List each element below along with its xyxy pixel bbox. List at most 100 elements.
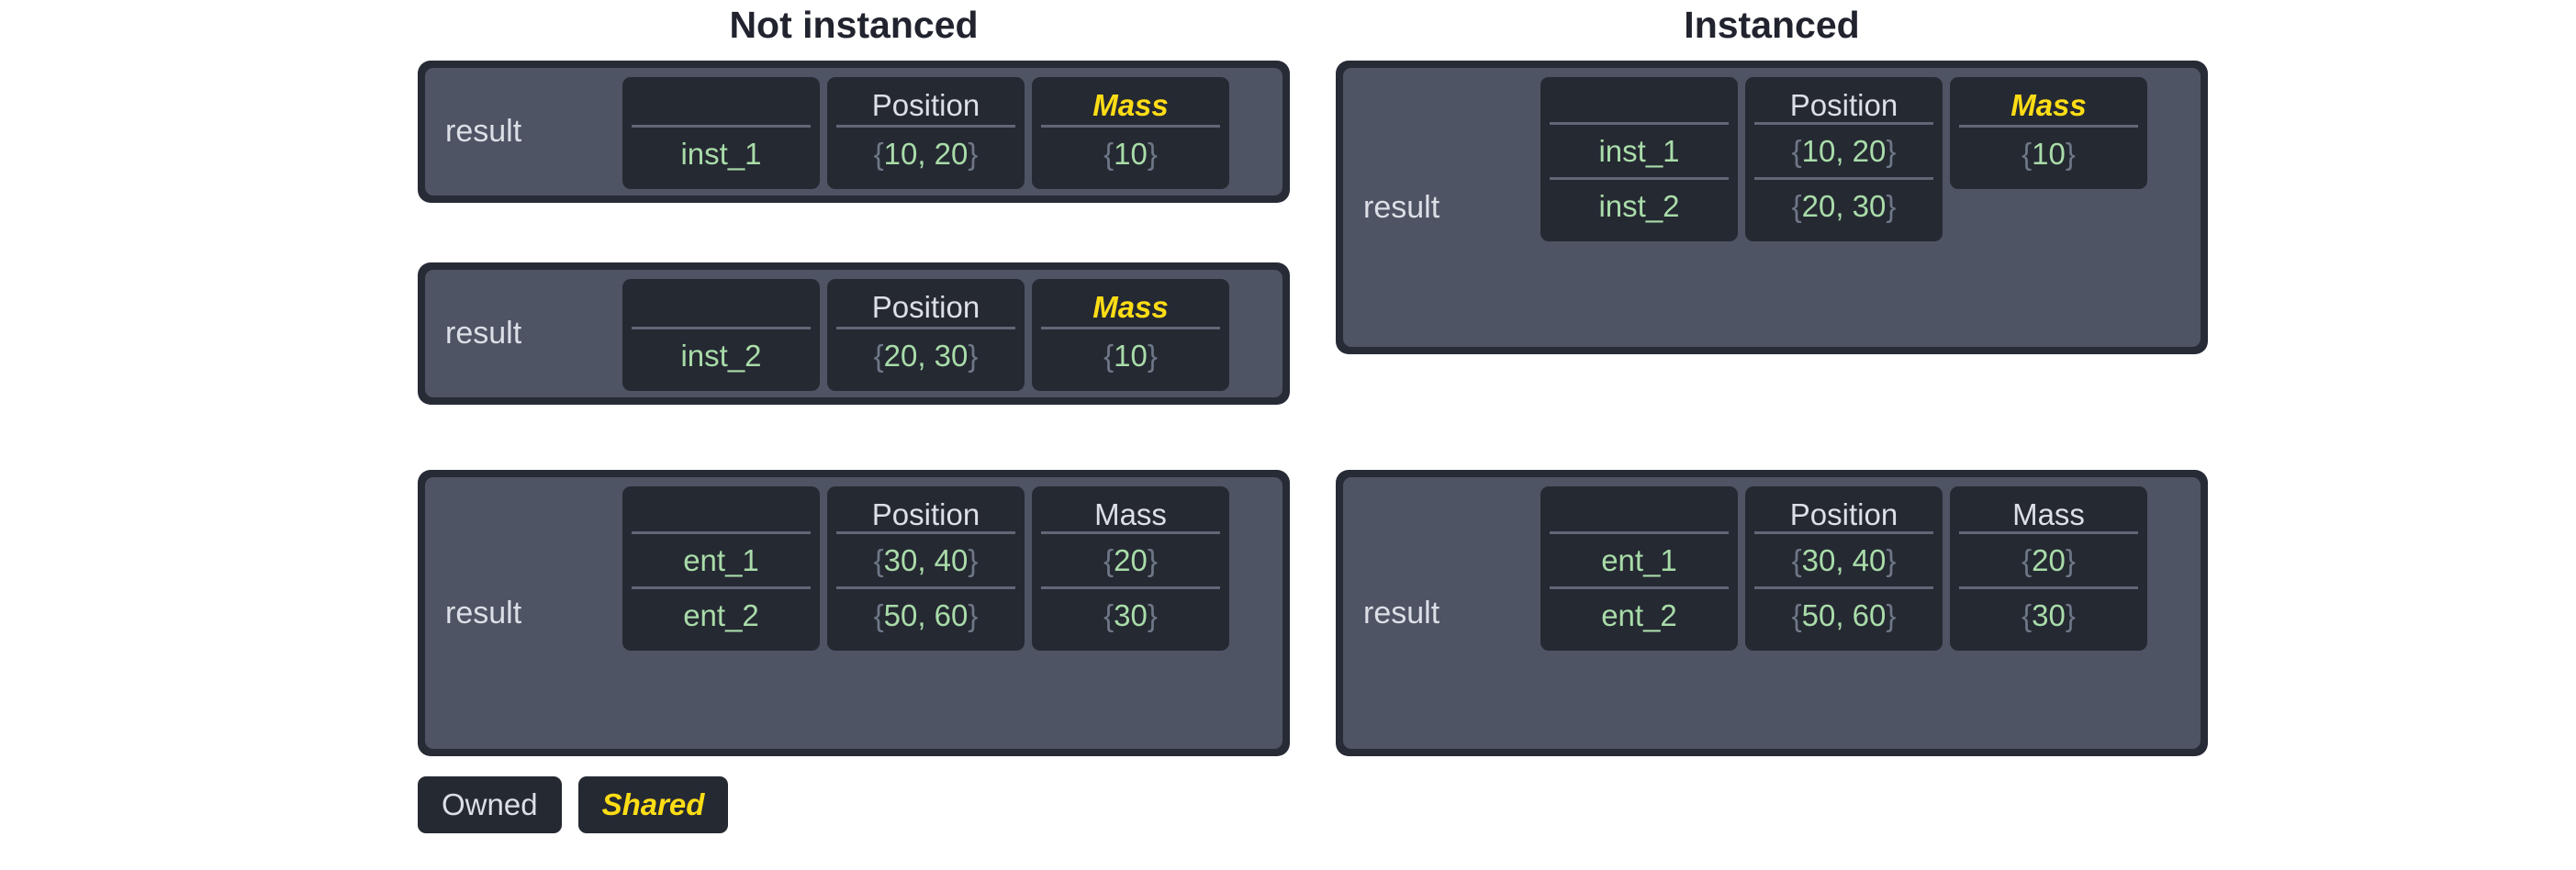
table-cell: {10}	[1041, 327, 1220, 382]
brace-close: }	[1147, 137, 1158, 171]
column-header: Position	[1789, 497, 1898, 531]
value-number: 20, 30	[1801, 189, 1887, 223]
value-number: 10, 20	[1801, 134, 1887, 168]
table-cell: ent_2	[1550, 586, 1729, 641]
column-header	[1550, 84, 1729, 122]
brace-open: {	[1103, 339, 1114, 373]
brace-close: }	[968, 598, 979, 632]
value-number: 30, 40	[1801, 543, 1887, 577]
table-cell: {20, 30}	[836, 327, 1015, 382]
table-cell: {10}	[1959, 125, 2138, 180]
value-number: 50, 60	[883, 598, 969, 632]
value-number: 20	[1114, 543, 1148, 577]
brace-close: }	[968, 339, 979, 373]
column-header	[1550, 493, 1729, 531]
component-column-position: Position{30, 40}{50, 60}	[827, 486, 1025, 651]
value-number: 30	[1114, 598, 1148, 632]
component-column-position: Position{10, 20}	[827, 77, 1025, 189]
table-cell: {30, 40}	[1754, 531, 1933, 586]
component-column-position: Position{30, 40}{50, 60}	[1745, 486, 1943, 651]
value-number: 10, 20	[883, 137, 969, 171]
brace-open: {	[1791, 543, 1802, 577]
brace-open: {	[2022, 137, 2033, 171]
entity-column: inst_1	[622, 77, 820, 189]
table-cell: {20}	[1041, 531, 1220, 586]
value-number: 20	[2032, 543, 2066, 577]
result-label: result	[445, 114, 522, 149]
brace-open: {	[1103, 598, 1114, 632]
brace-open: {	[873, 543, 884, 577]
panel-title-not-instanced: Not instanced	[729, 4, 979, 46]
result-label: result	[445, 316, 522, 351]
component-column-position: Position{20, 30}	[827, 279, 1025, 391]
table-cell: {30}	[1959, 586, 2138, 641]
table-cell: inst_1	[632, 125, 811, 180]
brace-close: }	[1147, 543, 1158, 577]
table-cell: ent_2	[632, 586, 811, 641]
table-cell: {20, 30}	[1754, 177, 1933, 232]
brace-close: }	[968, 137, 979, 171]
value-number: 10	[1114, 137, 1148, 171]
brace-close: }	[1886, 189, 1897, 223]
table-cell: ent_1	[632, 531, 811, 586]
table-cell: {30, 40}	[836, 531, 1015, 586]
value-number: 10	[1114, 339, 1148, 373]
column-header: Mass	[1092, 88, 1169, 122]
table-cell: {50, 60}	[836, 586, 1015, 641]
brace-open: {	[2022, 598, 2033, 632]
legend-chip-owned: Owned	[418, 776, 562, 833]
result-label: result	[445, 595, 522, 630]
brace-close: }	[1147, 339, 1158, 373]
component-column-mass: Mass{10}	[1032, 77, 1229, 189]
value-number: 30	[2032, 598, 2066, 632]
component-column-mass: Mass{10}	[1950, 77, 2147, 189]
table-cell: {20}	[1959, 531, 2138, 586]
brace-close: }	[2065, 598, 2076, 632]
brace-open: {	[2022, 543, 2033, 577]
brace-open: {	[1791, 189, 1802, 223]
table-cell: {30}	[1041, 586, 1220, 641]
brace-close: }	[1147, 598, 1158, 632]
brace-open: {	[1103, 543, 1114, 577]
column-header: Mass	[1094, 497, 1167, 531]
component-column-mass: Mass{20}{30}	[1032, 486, 1229, 651]
table-cell: inst_2	[1550, 177, 1729, 232]
value-number: 20, 30	[883, 339, 969, 373]
table-cell: ent_1	[1550, 531, 1729, 586]
value-number: 50, 60	[1801, 598, 1887, 632]
component-column-mass: Mass{10}	[1032, 279, 1229, 391]
brace-close: }	[2065, 543, 2076, 577]
brace-close: }	[968, 543, 979, 577]
column-header: Position	[871, 88, 980, 122]
brace-open: {	[1791, 598, 1802, 632]
table-cell: {50, 60}	[1754, 586, 1933, 641]
column-header: Position	[871, 290, 980, 324]
table-cell: inst_2	[632, 327, 811, 382]
legend-chip-shared: Shared	[577, 776, 729, 833]
column-header: Position	[871, 497, 980, 531]
column-header	[632, 493, 811, 531]
brace-open: {	[1103, 137, 1114, 171]
result-label: result	[1363, 595, 1440, 630]
table-cell: {10}	[1041, 125, 1220, 180]
brace-close: }	[1886, 134, 1897, 168]
brace-open: {	[873, 339, 884, 373]
brace-open: {	[1791, 134, 1802, 168]
legend: Owned Shared	[418, 776, 729, 833]
table-cell: inst_1	[1550, 122, 1729, 177]
column-header	[632, 84, 811, 125]
brace-close: }	[1886, 543, 1897, 577]
column-header: Mass	[1092, 290, 1169, 324]
